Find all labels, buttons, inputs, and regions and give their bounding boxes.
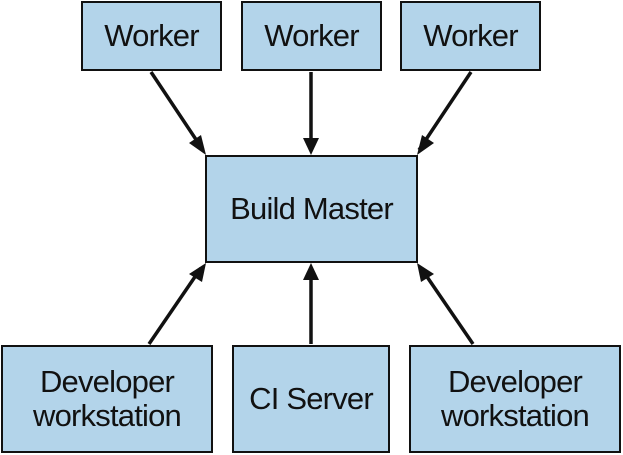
- arrowhead-dev-1: [189, 263, 206, 282]
- worker-node-2-label: Worker: [264, 18, 359, 53]
- worker-node-2: Worker: [241, 1, 382, 71]
- worker-node-3: Worker: [400, 1, 541, 71]
- build-master-node: Build Master: [205, 155, 418, 263]
- developer-workstation-1-line1: Developer: [39, 364, 175, 399]
- build-master-label: Build Master: [230, 191, 393, 226]
- arrowhead-ci: [303, 263, 319, 280]
- developer-workstation-node-2: Developer workstation: [409, 345, 621, 453]
- developer-workstation-1-line2: workstation: [33, 398, 182, 433]
- ci-server-node: CI Server: [232, 345, 390, 453]
- developer-workstation-node-1: Developer workstation: [1, 345, 213, 453]
- edge-dev-2-to-master: [419, 267, 475, 345]
- worker-node-1-label: Worker: [104, 18, 199, 53]
- arrowhead-worker-2: [303, 138, 319, 155]
- ci-server-label: CI Server: [249, 381, 374, 416]
- worker-node-1: Worker: [81, 1, 222, 71]
- edge-worker-3-to-master: [417, 71, 473, 151]
- edge-dev-1-to-master: [147, 267, 203, 345]
- arrowhead-worker-3: [417, 135, 434, 155]
- edge-worker-1-to-master: [149, 71, 205, 151]
- arrowhead-worker-1: [189, 135, 206, 155]
- developer-workstation-2-line1: Developer: [447, 364, 583, 399]
- developer-workstation-2-line2: workstation: [441, 398, 590, 433]
- worker-node-3-label: Worker: [423, 18, 518, 53]
- arrowhead-dev-2: [417, 263, 434, 282]
